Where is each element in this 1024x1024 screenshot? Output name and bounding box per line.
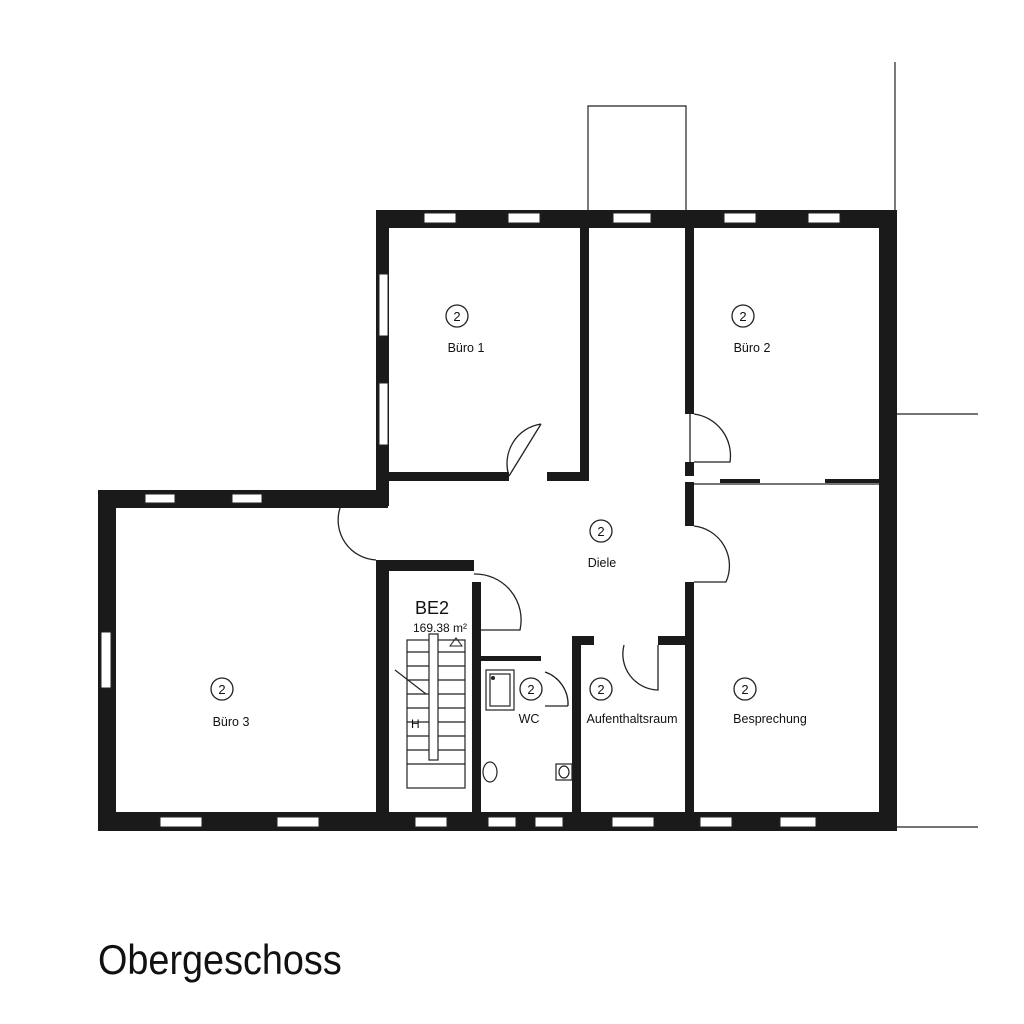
room-name: WC <box>519 712 540 726</box>
staircase <box>394 633 466 789</box>
room-name: Büro 2 <box>734 341 771 355</box>
room-number: 2 <box>739 309 746 324</box>
partition-line <box>694 479 879 485</box>
unit-label: BE2 169.38 m² <box>413 598 467 635</box>
room-number: 2 <box>453 309 460 324</box>
wc-fixtures <box>482 669 573 783</box>
door-swings <box>337 413 732 707</box>
room-tag-buero-1: 2 Büro 1 <box>445 304 485 355</box>
room-number: 2 <box>218 682 225 697</box>
room-number: 2 <box>597 524 604 539</box>
room-tag-buero-2: 2 Büro 2 <box>731 304 771 355</box>
unit-id: BE2 <box>415 598 449 618</box>
room-name: Aufenthaltsraum <box>586 712 677 726</box>
room-name: Büro 3 <box>213 715 250 729</box>
floor-title: Obergeschoss <box>98 936 342 983</box>
room-name: Diele <box>588 556 617 570</box>
stair-label: H <box>411 717 420 731</box>
room-tag-buero-3: 2 Büro 3 <box>210 677 250 729</box>
room-number: 2 <box>741 682 748 697</box>
unit-area: 169.38 m² <box>413 621 467 635</box>
room-name: Büro 1 <box>448 341 485 355</box>
room-tag-besprechung: 2 Besprechung <box>733 677 807 726</box>
room-number: 2 <box>527 682 534 697</box>
walls <box>98 210 897 831</box>
room-tag-aufenthaltsraum: 2 Aufenthaltsraum <box>586 677 678 726</box>
room-tag-wc: 2 WC <box>519 677 543 726</box>
site-lines <box>587 62 978 828</box>
room-name: Besprechung <box>733 712 807 726</box>
windows <box>100 212 841 828</box>
room-tag-diele: 2 Diele <box>588 519 617 570</box>
room-number: 2 <box>597 682 604 697</box>
